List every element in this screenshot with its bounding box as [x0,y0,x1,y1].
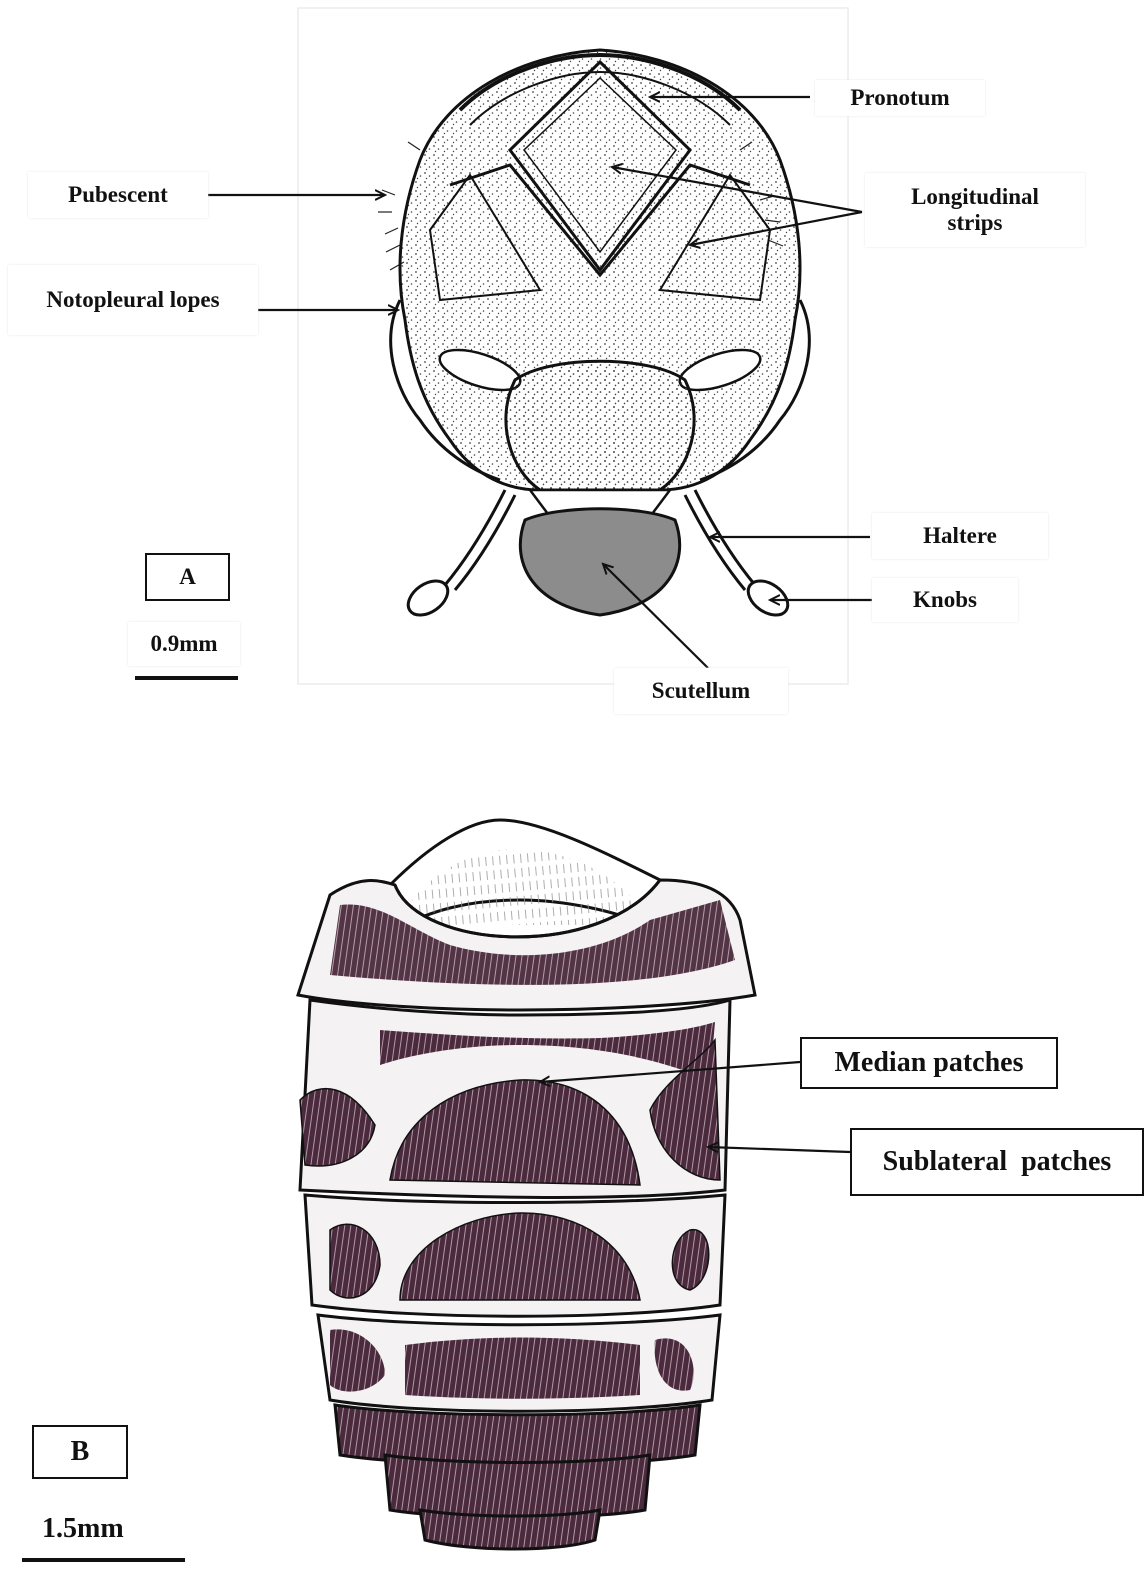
label-haltere-text: Haltere [923,523,997,549]
panel-label-a-text: A [179,564,196,590]
panel-label-a: A [145,553,230,601]
panel-a-drawing [298,8,848,684]
scale-label-a-text: 0.9mm [150,631,217,657]
scale-label-b: 1.5mm [42,1513,124,1545]
label-median-patches: Median patches [800,1037,1058,1089]
label-scutellum-text: Scutellum [652,678,750,704]
label-notopleural-lopes: Notopleural lopes [8,265,258,335]
label-median-patches-text: Median patches [835,1047,1024,1079]
label-pubescent-text: Pubescent [68,182,168,208]
label-longitudinal-strips-text: Longitudinal strips [905,184,1045,237]
label-scutellum: Scutellum [614,668,788,714]
panel-b-drawing [298,820,755,1549]
label-notopleural-lopes-text: Notopleural lopes [46,287,219,313]
label-pubescent: Pubescent [28,172,208,218]
label-knobs-text: Knobs [913,587,977,613]
label-haltere: Haltere [872,513,1048,559]
scale-label-b-text: 1.5mm [42,1513,124,1544]
label-sublateral-patches: Sublateral patches [850,1128,1144,1196]
panel-label-b: B [32,1425,128,1479]
label-pronotum-text: Pronotum [850,85,949,111]
label-pronotum: Pronotum [815,80,985,116]
label-sublateral-patches-text: Sublateral patches [883,1146,1112,1178]
panel-label-b-text: B [71,1436,90,1468]
scale-label-a: 0.9mm [128,622,240,666]
label-longitudinal-strips: Longitudinal strips [865,173,1085,247]
knob-left [402,574,454,622]
scutellum-shape [520,509,679,615]
knob-right [742,574,794,622]
label-knobs: Knobs [872,578,1018,622]
